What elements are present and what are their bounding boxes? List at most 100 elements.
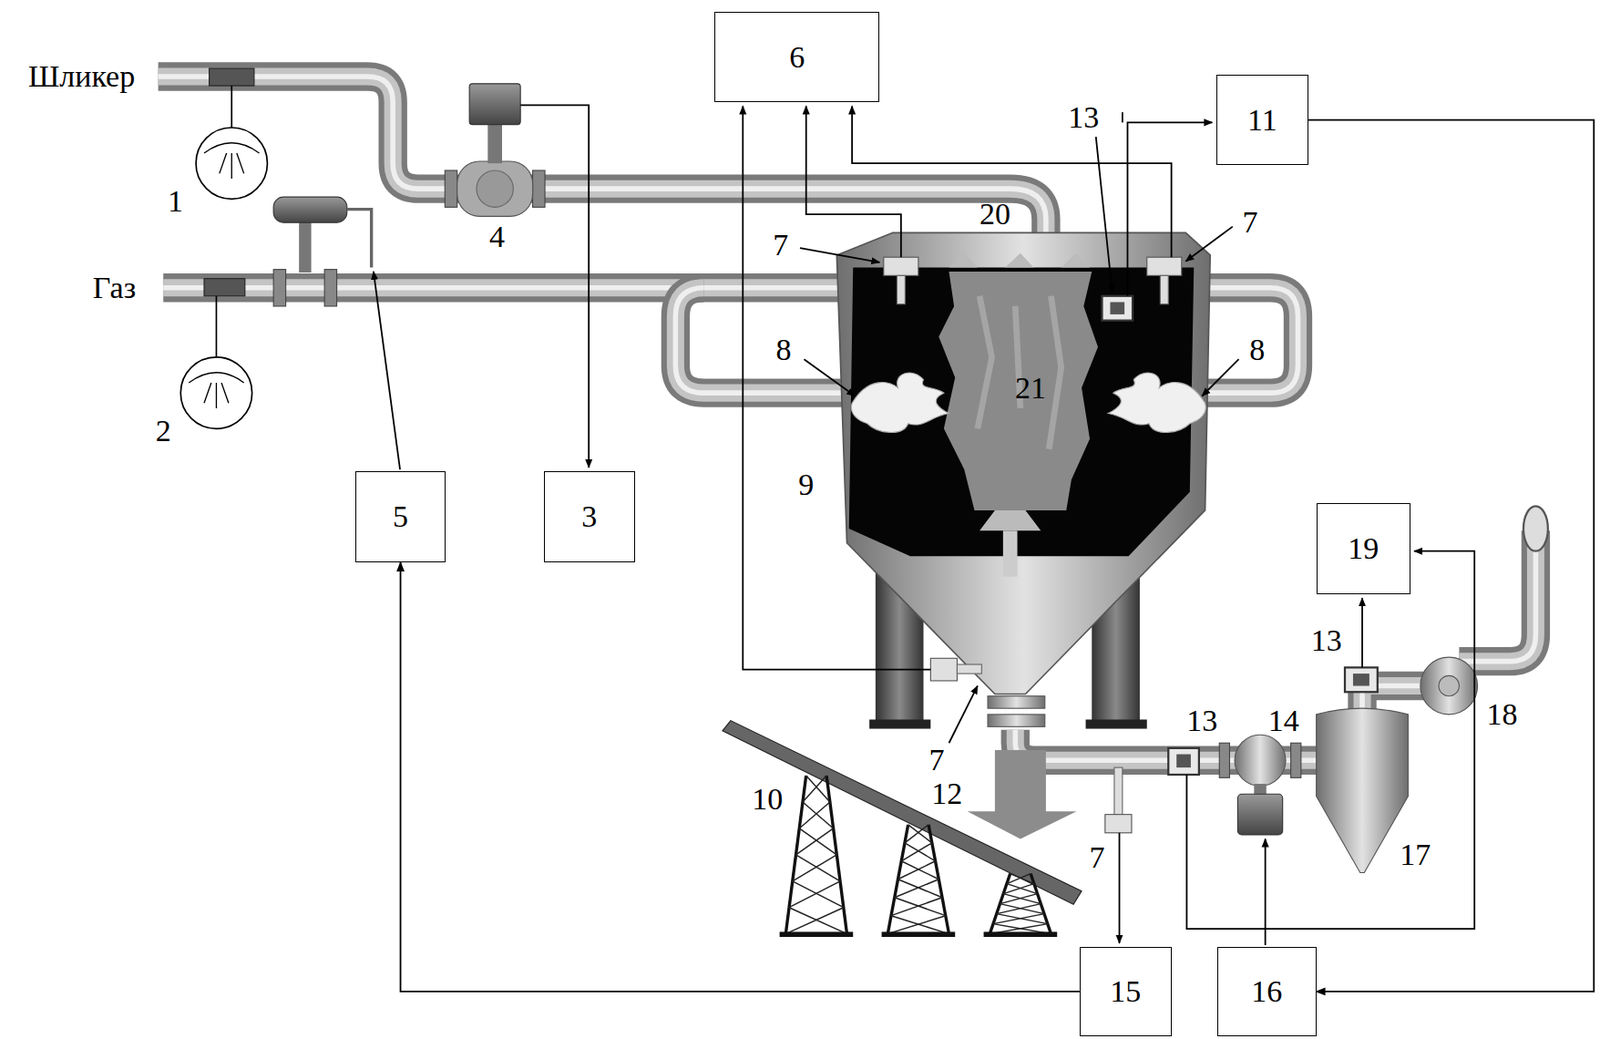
burner-flame bbox=[851, 372, 949, 432]
conveyor-tower bbox=[792, 854, 838, 882]
burner-flame bbox=[1107, 372, 1206, 432]
pipes bbox=[163, 273, 852, 302]
sensor-probes bbox=[896, 275, 905, 304]
drying-tower bbox=[948, 253, 1090, 268]
conveyor-tower bbox=[882, 931, 956, 937]
leader-lines bbox=[800, 247, 880, 263]
pipes bbox=[163, 278, 852, 297]
outlet-and-cyclone bbox=[1316, 707, 1409, 872]
signal-lines bbox=[742, 105, 931, 669]
conveyor-tower bbox=[789, 881, 841, 908]
conveyor-tower bbox=[904, 842, 936, 862]
outlet-and-cyclone bbox=[1237, 793, 1283, 835]
slurry-flowmeter bbox=[230, 85, 233, 128]
slurry-control-valve bbox=[533, 170, 545, 207]
sensor-probes bbox=[1159, 275, 1169, 304]
sensor-probes bbox=[1168, 748, 1200, 775]
callout-number: 18 bbox=[1486, 698, 1518, 730]
gas-control-valve bbox=[298, 219, 311, 273]
conveyor-tower bbox=[1006, 873, 1031, 884]
slurry-control-valve bbox=[444, 83, 545, 217]
slurry-control-valve bbox=[444, 170, 457, 207]
gas-flowmeter bbox=[180, 357, 252, 429]
conveyor-tower bbox=[882, 824, 956, 937]
controller-box: 11 bbox=[1216, 74, 1309, 166]
outlet-and-cyclone bbox=[987, 714, 1046, 727]
callout-number: 21 bbox=[1015, 372, 1047, 404]
callout-number: 13 bbox=[1067, 102, 1099, 134]
burner-flame bbox=[851, 372, 1206, 432]
pipes bbox=[163, 285, 852, 291]
gas-control-valve bbox=[324, 269, 337, 307]
gas-flowmeter bbox=[215, 296, 218, 358]
pipes bbox=[1199, 287, 1299, 393]
pipes bbox=[675, 287, 852, 393]
conveyor-tower bbox=[901, 861, 939, 880]
slurry-flowmeter bbox=[195, 68, 267, 199]
callout-number: 2 bbox=[155, 415, 172, 447]
pipes bbox=[158, 76, 1047, 246]
drying-tower bbox=[979, 510, 1041, 531]
box-number: 11 bbox=[1247, 104, 1278, 136]
callout-number: 4 bbox=[489, 221, 505, 253]
conveyor-tower bbox=[904, 824, 929, 843]
pipes bbox=[1199, 287, 1299, 393]
gas-control-valve bbox=[273, 269, 286, 307]
callout-number: 9 bbox=[798, 469, 814, 501]
conveyor-tower bbox=[999, 903, 1045, 914]
conveyor-tower bbox=[898, 861, 936, 880]
callout-number: 17 bbox=[1399, 839, 1431, 871]
conveyor-tower bbox=[1003, 893, 1041, 904]
conveyor-tower bbox=[802, 775, 827, 802]
gas-flowmeter bbox=[188, 372, 244, 409]
conveyor-tower bbox=[799, 801, 831, 829]
belt-conveyor bbox=[722, 720, 1082, 937]
box-number: 5 bbox=[392, 501, 409, 533]
conveyor-tower bbox=[891, 915, 949, 934]
product-arrow bbox=[967, 749, 1077, 839]
drying-tower bbox=[938, 271, 1098, 511]
conveyor-tower bbox=[1006, 883, 1038, 894]
outlet-and-cyclone bbox=[1438, 675, 1459, 696]
conveyor-tower bbox=[891, 897, 943, 916]
box-number: 3 bbox=[581, 501, 597, 533]
leader-lines bbox=[800, 112, 1240, 743]
leader-lines bbox=[1201, 358, 1239, 396]
support-legs bbox=[869, 718, 931, 729]
callout-number: 20 bbox=[979, 198, 1011, 230]
controller-box: 5 bbox=[355, 471, 447, 563]
conveyor-tower bbox=[993, 913, 1045, 924]
belt-conveyor bbox=[722, 720, 1082, 905]
conveyor-tower bbox=[908, 824, 933, 843]
outlet-and-cyclone bbox=[1234, 734, 1286, 786]
slurry-control-valve bbox=[476, 170, 513, 207]
box-number: 19 bbox=[1347, 533, 1379, 565]
conveyor-tower bbox=[785, 907, 843, 934]
sensor-probes bbox=[956, 664, 982, 674]
callout-number: 12 bbox=[931, 778, 963, 810]
conveyor-tower bbox=[799, 828, 837, 855]
callout-number: 8 bbox=[1249, 334, 1265, 366]
callout-number: 7 bbox=[1241, 206, 1258, 238]
slurry-flowmeter bbox=[204, 143, 259, 179]
controller-box: 6 bbox=[714, 11, 880, 103]
drying-tower bbox=[1003, 530, 1018, 576]
pipe-label: Шликер bbox=[28, 61, 135, 93]
conveyor-tower bbox=[894, 879, 940, 898]
sensor-probes bbox=[1344, 666, 1378, 692]
callout-number: 10 bbox=[751, 783, 783, 815]
signal-lines bbox=[851, 105, 1172, 257]
drying-tower bbox=[977, 296, 1062, 450]
controller-box: 16 bbox=[1217, 946, 1317, 1036]
callout-number: 7 bbox=[772, 229, 789, 261]
box-number: 6 bbox=[789, 41, 805, 73]
signal-lines bbox=[1127, 122, 1212, 296]
slurry-flowmeter bbox=[209, 68, 255, 86]
signal-lines bbox=[806, 105, 902, 257]
controller-box: 3 bbox=[543, 471, 636, 563]
callout-number: 7 bbox=[1088, 841, 1105, 873]
drying-tower bbox=[836, 232, 1211, 694]
callout-number: 13 bbox=[1311, 625, 1343, 657]
sensor-probes bbox=[930, 657, 957, 681]
pipes bbox=[675, 287, 852, 393]
